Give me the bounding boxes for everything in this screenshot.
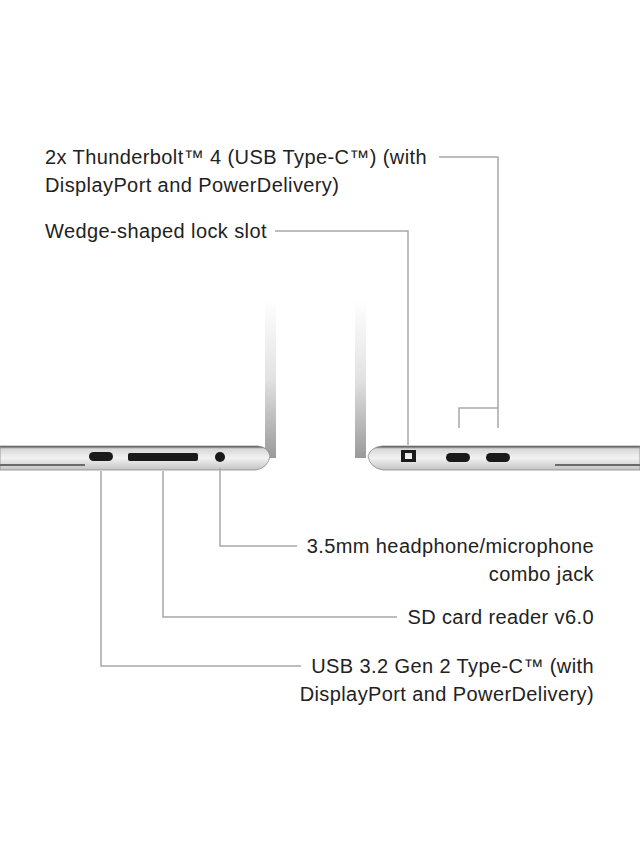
port-label: 2x Thunderbolt™ 4 (USB Type-C™) (with Di… [45,143,445,199]
port-label: Wedge-shaped lock slot [45,217,345,245]
thunderbolt-port [486,453,510,462]
port-label: USB 3.2 Gen 2 Type-C™ (with DisplayPort … [264,652,594,708]
leader-line [101,471,301,666]
usb-c-port [89,452,113,461]
vent-slot [0,464,85,466]
audio-jack [215,452,225,462]
leader-line [220,468,297,546]
laptop-lid [265,300,276,458]
leader-line [439,157,498,408]
bracket [459,408,498,428]
laptop-base [0,446,270,470]
lock-slot [401,450,416,462]
laptop-lid [355,300,366,458]
port-label: 3.5mm headphone/microphone combo jack [294,532,594,588]
sd-card-slot [128,453,198,461]
laptop-base [368,446,640,470]
vent-slot [555,464,640,466]
leader-line [275,231,408,445]
port-label: SD card reader v6.0 [264,603,594,631]
thunderbolt-port [446,453,470,462]
